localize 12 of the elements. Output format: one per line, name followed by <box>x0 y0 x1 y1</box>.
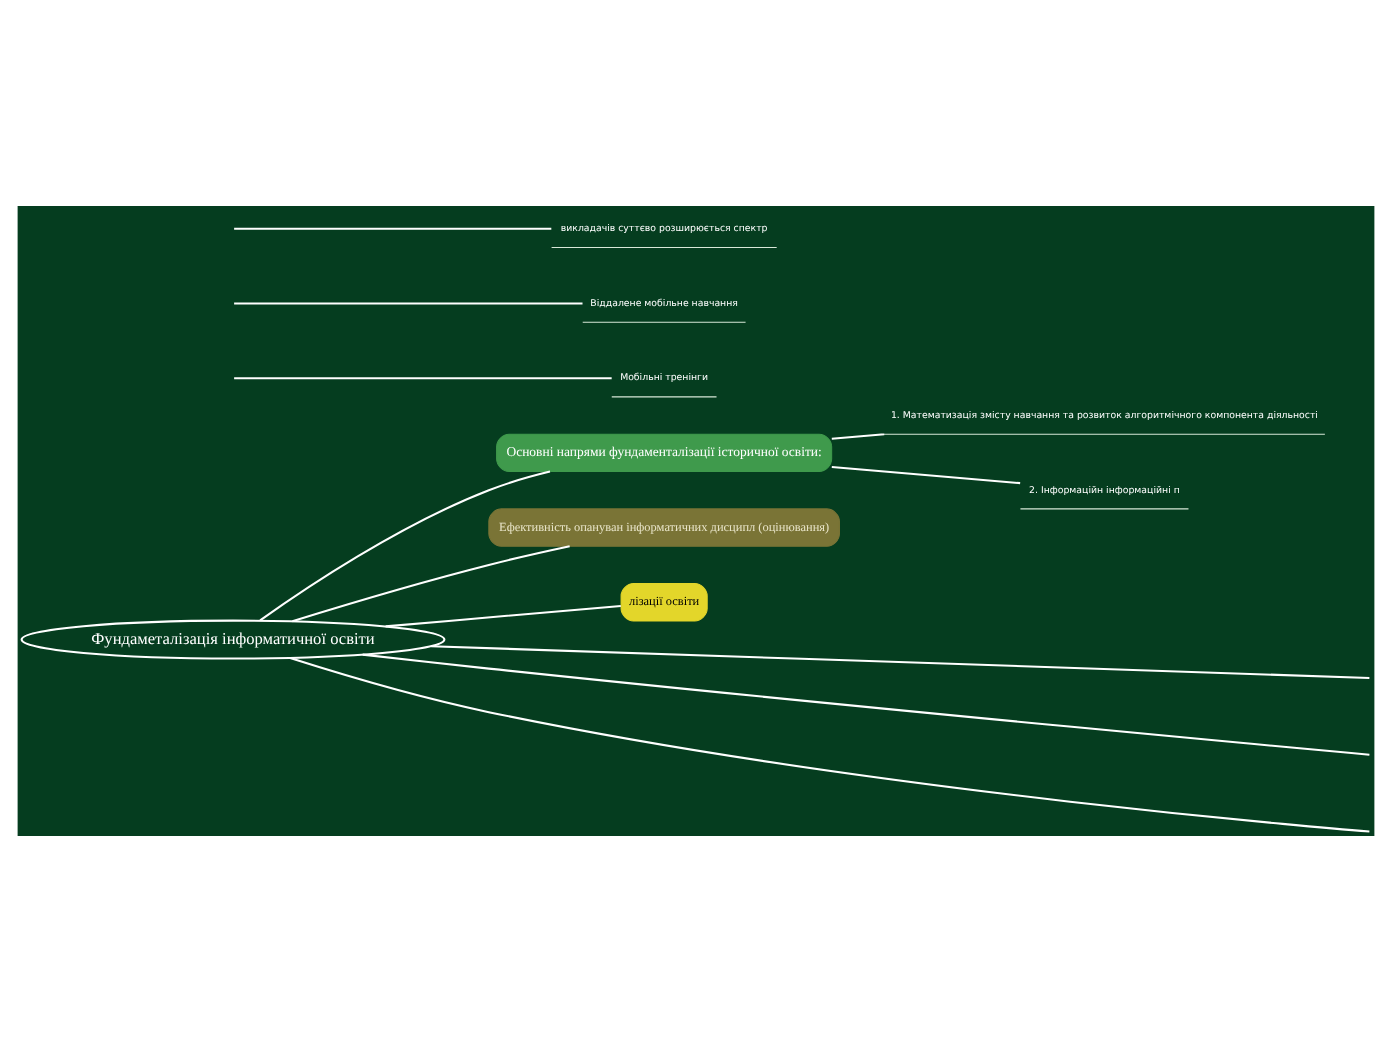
connector <box>234 301 583 304</box>
connector <box>831 432 885 439</box>
connector <box>431 644 1370 678</box>
connector <box>831 465 1021 484</box>
connector <box>289 656 1370 832</box>
connector <box>234 376 612 379</box>
connector <box>292 544 570 622</box>
connector <box>259 469 551 621</box>
connector <box>362 652 1370 755</box>
node-ellipse: Фундаметалізація інформатичної освіти <box>20 618 446 659</box>
connector <box>234 226 552 229</box>
connector <box>385 603 621 627</box>
